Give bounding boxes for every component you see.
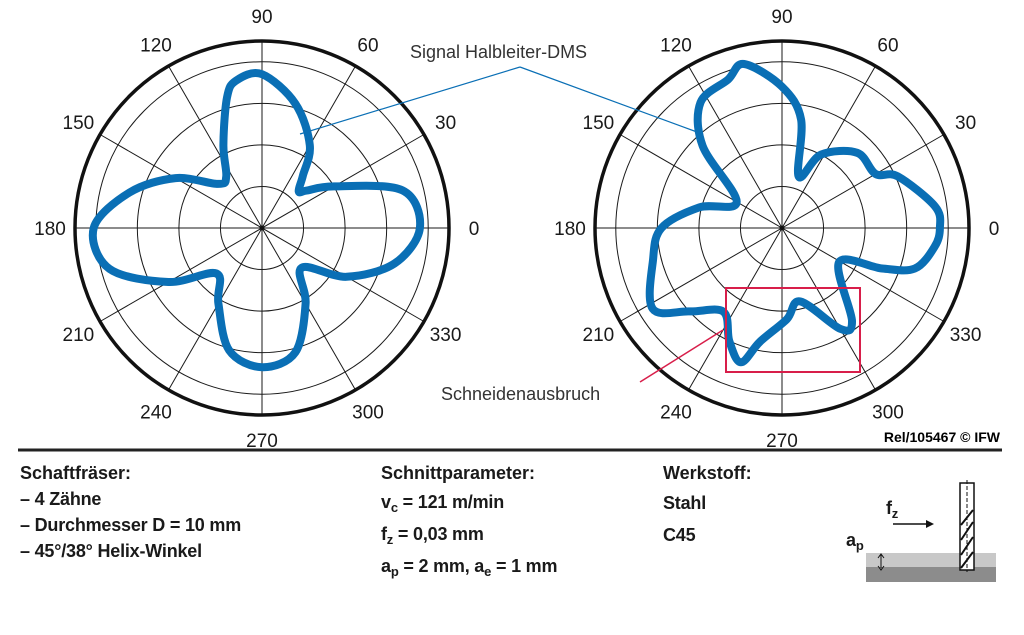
angle-label: 270 xyxy=(766,431,798,452)
angle-label: 270 xyxy=(246,431,278,452)
depth-arrow xyxy=(877,553,885,571)
angle-label: 0 xyxy=(989,219,1000,240)
angle-label: 210 xyxy=(583,325,615,346)
angle-label: 180 xyxy=(34,219,66,240)
angle-label: 120 xyxy=(660,35,692,56)
angle-label: 150 xyxy=(583,113,615,134)
sketch-ap-label: ap xyxy=(846,530,864,553)
angle-label: 120 xyxy=(140,35,172,56)
angle-label: 30 xyxy=(435,113,456,134)
angle-label: 30 xyxy=(955,113,976,134)
signal-annotation: Signal Halbleiter-DMS xyxy=(410,42,587,62)
angle-label: 150 xyxy=(63,113,95,134)
feed-arrow-head xyxy=(926,520,934,528)
signal-curve-left-plot xyxy=(88,69,425,372)
angle-label: 330 xyxy=(950,325,982,346)
outer-ring xyxy=(593,39,971,417)
angle-label: 330 xyxy=(430,325,462,346)
angle-label: 240 xyxy=(140,403,172,424)
credit-label: Rel/105467 © IFW xyxy=(884,429,1001,445)
angle-label: 60 xyxy=(877,35,898,56)
params-title: Schnittparameter: xyxy=(381,463,536,483)
milling-sketch xyxy=(866,480,996,582)
sketch-fz-label: fz xyxy=(886,498,899,521)
material-line: C45 xyxy=(663,525,696,545)
tool-item: – Durchmesser D = 10 mm xyxy=(20,515,242,535)
workpiece-cut-layer xyxy=(866,553,996,567)
breakout-highlight-box xyxy=(725,287,861,373)
center-dot xyxy=(779,225,785,231)
signal-curve-right-plot xyxy=(645,59,945,367)
signal-leader-right xyxy=(519,66,698,133)
angle-label: 60 xyxy=(357,35,378,56)
center-dot xyxy=(259,225,265,231)
workpiece-body xyxy=(866,567,996,582)
angle-label: 90 xyxy=(771,7,792,28)
tool-item: – 4 Zähne xyxy=(20,489,102,509)
angle-label: 210 xyxy=(63,325,95,346)
end-mill-icon xyxy=(959,482,975,571)
helix-flutes xyxy=(960,509,974,569)
angle-label: 300 xyxy=(352,403,384,424)
angle-label: 0 xyxy=(469,219,480,240)
tool-title: Schaftfräser: xyxy=(20,463,132,483)
tool-item: – 45°/38° Helix-Winkel xyxy=(20,541,202,561)
angle-label: 240 xyxy=(660,403,692,424)
signal-leader-left xyxy=(299,66,521,135)
param-vc: vc = 121 m/min xyxy=(381,492,504,515)
breakout-leader xyxy=(639,329,724,383)
param-ap-ae: ap = 2 mm, ae = 1 mm xyxy=(381,556,558,579)
breakout-annotation: Schneidenausbruch xyxy=(441,384,600,404)
angle-label: 300 xyxy=(872,403,904,424)
angle-label: 90 xyxy=(251,7,272,28)
material-title: Werkstoff: xyxy=(663,463,752,483)
angle-label: 180 xyxy=(554,219,586,240)
outer-ring xyxy=(73,39,451,417)
material-line: Stahl xyxy=(663,493,707,513)
param-fz: fz = 0,03 mm xyxy=(381,524,484,547)
